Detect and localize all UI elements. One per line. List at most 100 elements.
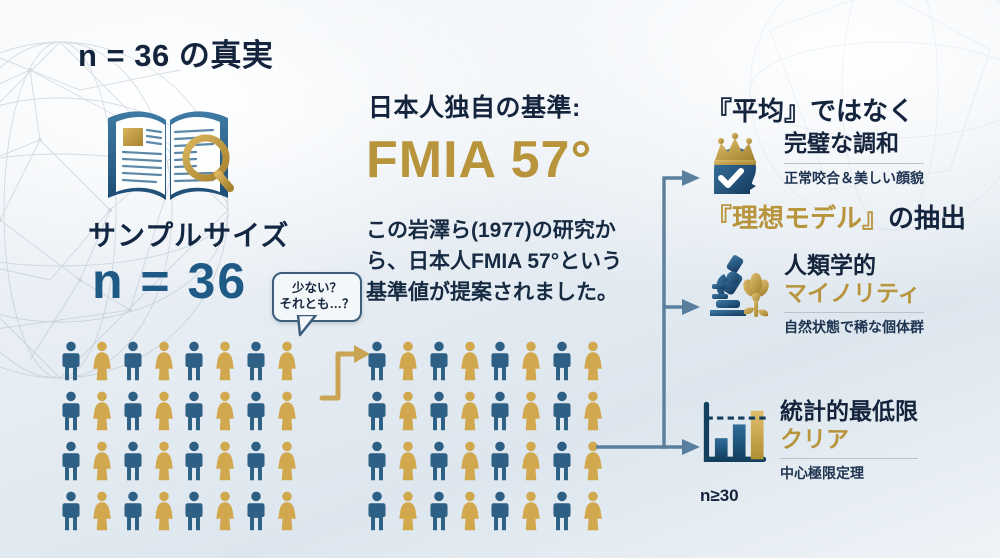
- sample-size-label: サンプルサイズ: [88, 220, 290, 251]
- person-figure: [118, 432, 149, 482]
- person-figure: [148, 482, 179, 532]
- person-figure: [271, 332, 302, 382]
- person-figure: [454, 432, 485, 482]
- person-figure: [56, 432, 87, 482]
- person-figure: [577, 332, 608, 382]
- person-figure: [241, 382, 272, 432]
- right-title-rest: の抽出: [888, 203, 967, 234]
- feature-statistical-minimum: 統計的最低限クリア 中心極限定理: [698, 398, 918, 483]
- microscope-flower-icon: [702, 252, 772, 322]
- feature-3-subtitle: 中心極限定理: [780, 465, 864, 482]
- person-figure: [241, 332, 272, 382]
- person-figure: [241, 482, 272, 532]
- person-figure: [210, 332, 241, 382]
- crowned-head-check-icon: [702, 130, 772, 200]
- person-figure: [271, 382, 302, 432]
- left-title: n = 36 の真実: [78, 38, 274, 73]
- person-figure: [454, 382, 485, 432]
- feature-2-title-line2: マイノリティ: [784, 279, 921, 306]
- feature-1-divider: [784, 162, 924, 164]
- person-figure: [148, 332, 179, 382]
- person-figure: [393, 482, 424, 532]
- speech-bubble-tail: [296, 315, 318, 337]
- sample-threshold-badge: n≥30: [700, 486, 739, 505]
- person-figure: [577, 432, 608, 482]
- person-figure: [179, 482, 210, 532]
- person-figure: [516, 432, 547, 482]
- person-figure: [485, 332, 516, 382]
- elbow-arrow-icon: [319, 345, 370, 401]
- bar-chart-threshold-icon: [698, 398, 768, 468]
- person-figure: [241, 432, 272, 482]
- person-figure: [210, 432, 241, 482]
- person-figure: [271, 432, 302, 482]
- person-figure: [210, 482, 241, 532]
- person-figure: [424, 382, 455, 432]
- center-title: 日本人独自の基準:: [368, 94, 581, 122]
- person-figure: [87, 482, 118, 532]
- person-figure: [424, 482, 455, 532]
- feature-3-title-line2: クリア: [780, 425, 849, 452]
- right-title: 『平均』ではなく 『理想モデル』の抽出: [706, 22, 966, 309]
- person-figure: [271, 482, 302, 532]
- person-figure: [179, 432, 210, 482]
- person-figure: [516, 332, 547, 382]
- person-figure: [362, 332, 393, 382]
- person-figure: [577, 482, 608, 532]
- person-figure: [547, 382, 578, 432]
- person-figure: [148, 432, 179, 482]
- person-figure: [547, 482, 578, 532]
- right-title-line1: 『平均』ではなく: [706, 95, 915, 126]
- feature-1-text: 完璧な調和 正常咬合＆美しい顔貌: [784, 130, 924, 188]
- person-figure: [424, 432, 455, 482]
- person-figure: [56, 332, 87, 382]
- book-magnifier-icon: [108, 111, 234, 200]
- person-figure: [56, 482, 87, 532]
- feature-1-subtitle: 正常咬合＆美しい顔貌: [784, 169, 924, 186]
- speech-bubble-line1: 少ない？: [291, 281, 342, 296]
- person-figure: [87, 432, 118, 482]
- person-figure: [56, 382, 87, 432]
- person-figure: [118, 332, 149, 382]
- person-figure: [118, 382, 149, 432]
- wireframe-accent-background: [749, 0, 1000, 231]
- person-figure: [393, 432, 424, 482]
- center-body-text: この岩澤ら(1977)の研究か ら、日本人FMIA 57°という 基準値が提案さ…: [366, 219, 623, 305]
- person-figure: [393, 382, 424, 432]
- feature-3-title-line1: 統計的最低限: [780, 398, 918, 424]
- person-figure: [516, 482, 547, 532]
- people-grid-left: [56, 332, 302, 532]
- fmia-headline: FMIA 57°: [366, 131, 593, 189]
- right-title-line2: 『理想モデル』の抽出: [706, 201, 966, 237]
- person-figure: [87, 382, 118, 432]
- feature-1-title: 完璧な調和: [784, 130, 899, 156]
- speech-bubble-line2: それとも…？: [279, 297, 355, 311]
- branch-connector: [596, 170, 700, 455]
- feature-anthropological-minority: 人類学的マイノリティ 自然状態で稀な個体群: [702, 252, 924, 337]
- person-figure: [87, 332, 118, 382]
- person-figure: [424, 332, 455, 382]
- person-figure: [148, 382, 179, 432]
- feature-2-title-line1: 人類学的: [784, 252, 876, 278]
- person-figure: [454, 482, 485, 532]
- sample-size-value: n = 36: [92, 253, 248, 309]
- feature-2-divider: [784, 312, 924, 314]
- people-grid-center: [362, 332, 608, 532]
- person-figure: [577, 382, 608, 432]
- person-figure: [179, 382, 210, 432]
- person-figure: [516, 382, 547, 432]
- feature-perfect-harmony: 完璧な調和 正常咬合＆美しい顔貌: [702, 130, 924, 200]
- person-figure: [547, 432, 578, 482]
- person-figure: [362, 432, 393, 482]
- person-figure: [362, 382, 393, 432]
- feature-2-subtitle: 自然状態で稀な個体群: [784, 319, 924, 336]
- feature-2-text: 人類学的マイノリティ 自然状態で稀な個体群: [784, 252, 924, 337]
- person-figure: [393, 332, 424, 382]
- right-title-gold: 『理想モデル』: [706, 203, 889, 234]
- person-figure: [210, 382, 241, 432]
- feature-3-title: 統計的最低限クリア: [780, 398, 918, 453]
- person-figure: [547, 332, 578, 382]
- person-figure: [485, 432, 516, 482]
- speech-bubble: 少ない？ それとも…？: [272, 272, 362, 322]
